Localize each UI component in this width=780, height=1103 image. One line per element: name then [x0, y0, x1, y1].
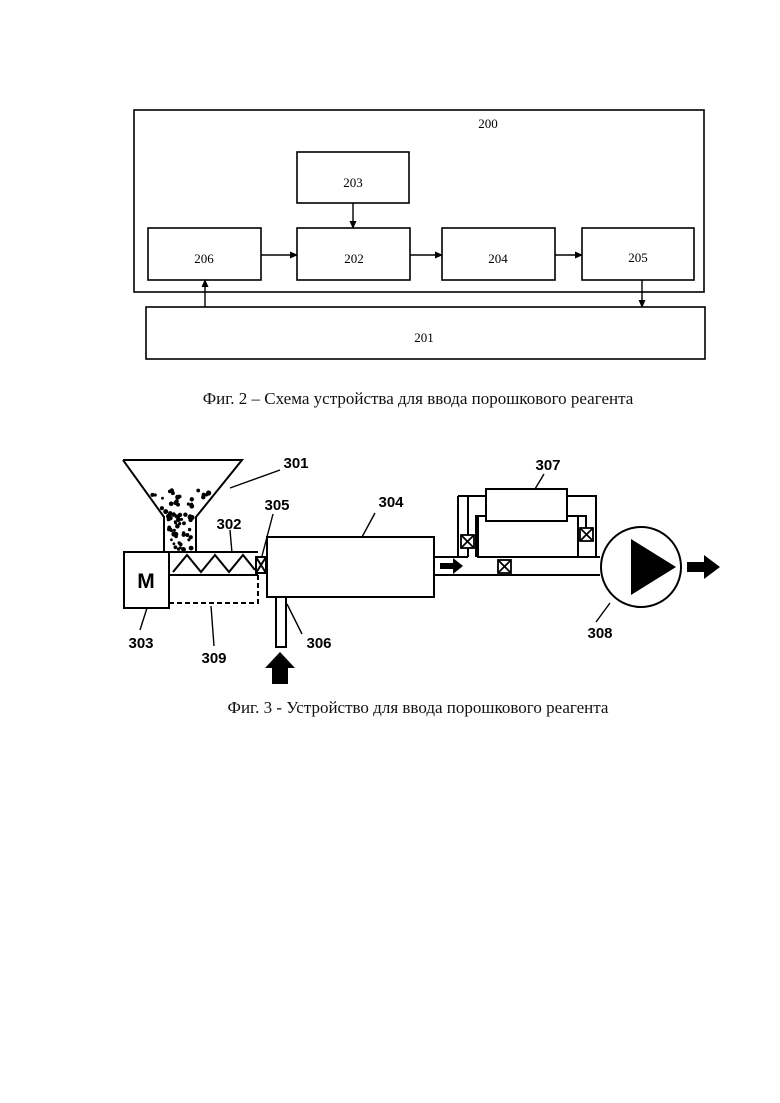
- inlet-arrow: [265, 652, 295, 684]
- powder-particle: [189, 546, 194, 551]
- powder-particle: [183, 513, 187, 517]
- label-301: 301: [283, 455, 308, 472]
- powder-particle: [178, 495, 182, 499]
- motor-letter: M: [137, 570, 155, 593]
- powder-particle: [174, 520, 177, 523]
- dashed-housing-309: [169, 575, 258, 603]
- powder-particle: [175, 524, 180, 529]
- powder-particle: [173, 529, 176, 532]
- filter-307: [486, 489, 567, 521]
- powder-particle: [189, 535, 193, 539]
- label-309: 309: [201, 650, 226, 667]
- powder-particle: [188, 528, 191, 531]
- powder-particle: [154, 493, 157, 496]
- powder-particle: [173, 542, 176, 545]
- powder-particle: [160, 506, 164, 510]
- valve-right: [580, 528, 593, 541]
- valve-bottom: [498, 560, 511, 573]
- powder-particle: [163, 509, 168, 514]
- powder-particle: [179, 543, 183, 547]
- powder-particle: [187, 503, 190, 506]
- label-302: 302: [216, 516, 241, 533]
- inlet-pipe-306: [276, 597, 286, 647]
- powder-particle: [174, 545, 178, 549]
- output-arrow: [687, 555, 720, 579]
- label-308: 308: [587, 625, 612, 642]
- label-304: 304: [378, 494, 404, 511]
- label-305: 305: [264, 497, 289, 514]
- powder-particle: [173, 501, 177, 505]
- powder-particle: [178, 513, 182, 517]
- figure-3-caption: Фиг. 3 - Устройство для ввода порошковог…: [0, 698, 780, 718]
- valve-left: [461, 535, 474, 548]
- label-306: 306: [306, 635, 331, 652]
- powder-particle: [179, 546, 182, 549]
- powder-particles: [150, 488, 211, 552]
- valve-305: [256, 557, 266, 573]
- label-303: 303: [128, 635, 153, 652]
- powder-particle: [169, 502, 174, 507]
- filter-body: [478, 516, 578, 557]
- powder-particle: [205, 493, 208, 496]
- powder-particle: [183, 548, 186, 551]
- flow-arrow-small: [440, 558, 463, 574]
- powder-particle: [161, 497, 164, 500]
- powder-particle: [185, 533, 189, 537]
- hopper-301: [123, 460, 242, 553]
- powder-particle: [188, 514, 193, 519]
- powder-particle: [167, 526, 171, 530]
- label-307: 307: [535, 457, 560, 474]
- powder-particle: [170, 538, 173, 541]
- powder-particle: [182, 531, 185, 534]
- powder-particle: [182, 521, 186, 525]
- powder-particle: [190, 497, 194, 501]
- powder-particle: [201, 495, 205, 499]
- powder-particle: [171, 491, 175, 495]
- powder-particle: [173, 532, 178, 537]
- powder-particle: [189, 504, 194, 509]
- chamber-304: [267, 537, 434, 597]
- powder-particle: [196, 489, 200, 493]
- screw-feeder-302: [169, 552, 258, 575]
- device-schematic: M: [0, 0, 780, 700]
- powder-particle: [168, 511, 172, 515]
- powder-particle: [170, 529, 173, 532]
